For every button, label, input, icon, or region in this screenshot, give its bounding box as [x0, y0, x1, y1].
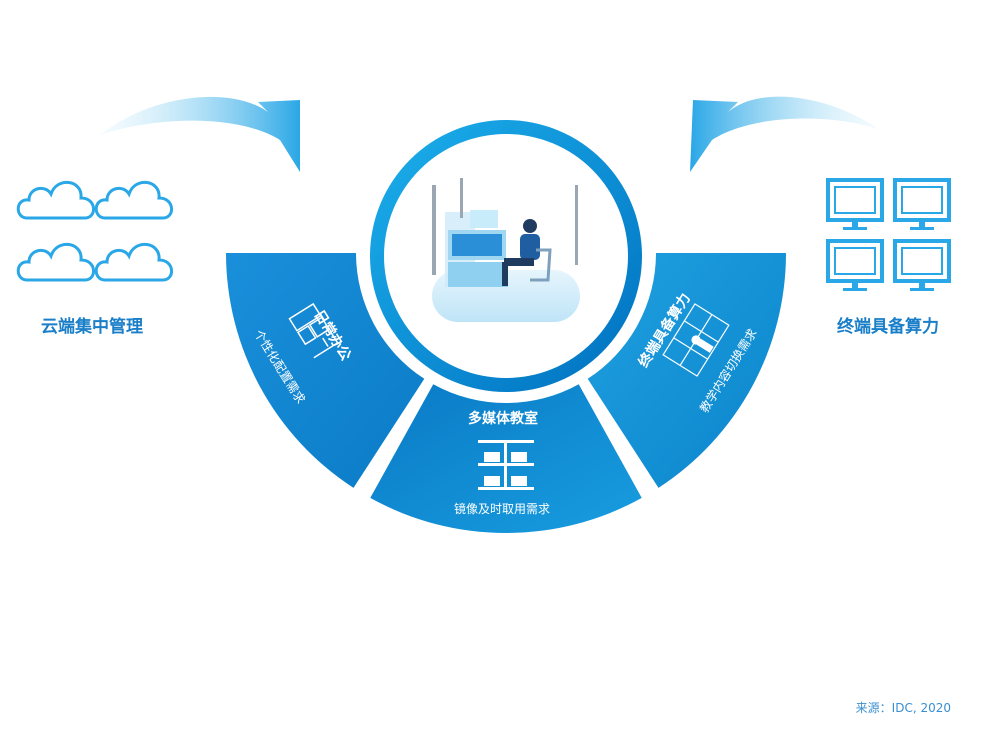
monitor-icon — [826, 239, 884, 291]
workstation-illustration-icon — [432, 178, 580, 322]
monitor-icon — [893, 239, 951, 291]
data-center-icon — [662, 303, 730, 377]
left-group-label: 云端集中管理 — [41, 317, 143, 337]
cloud-icon — [16, 243, 95, 282]
arrow-left-icon — [100, 96, 300, 172]
segment-subtitle-multimedia-classroom: 镜像及时取用需求 — [454, 502, 551, 516]
cloud-icon — [94, 181, 173, 220]
segment-terminal-compute — [587, 253, 787, 488]
segment-title-multimedia-classroom: 多媒体教室 — [468, 411, 538, 427]
classroom-icon — [478, 440, 534, 490]
cloud-icon — [94, 243, 173, 282]
office-furniture-icon — [288, 302, 339, 359]
arrow-right-icon — [690, 96, 880, 172]
cloud-icon — [16, 181, 95, 220]
cloud-icons — [16, 181, 173, 282]
monitor-icon — [826, 178, 884, 230]
segment-daily-office — [226, 253, 425, 488]
monitor-icons — [826, 178, 951, 291]
right-group-label: 终端具备算力 — [837, 317, 939, 337]
source-note: 来源：IDC, 2020 — [855, 701, 951, 715]
monitor-icon — [893, 178, 951, 230]
